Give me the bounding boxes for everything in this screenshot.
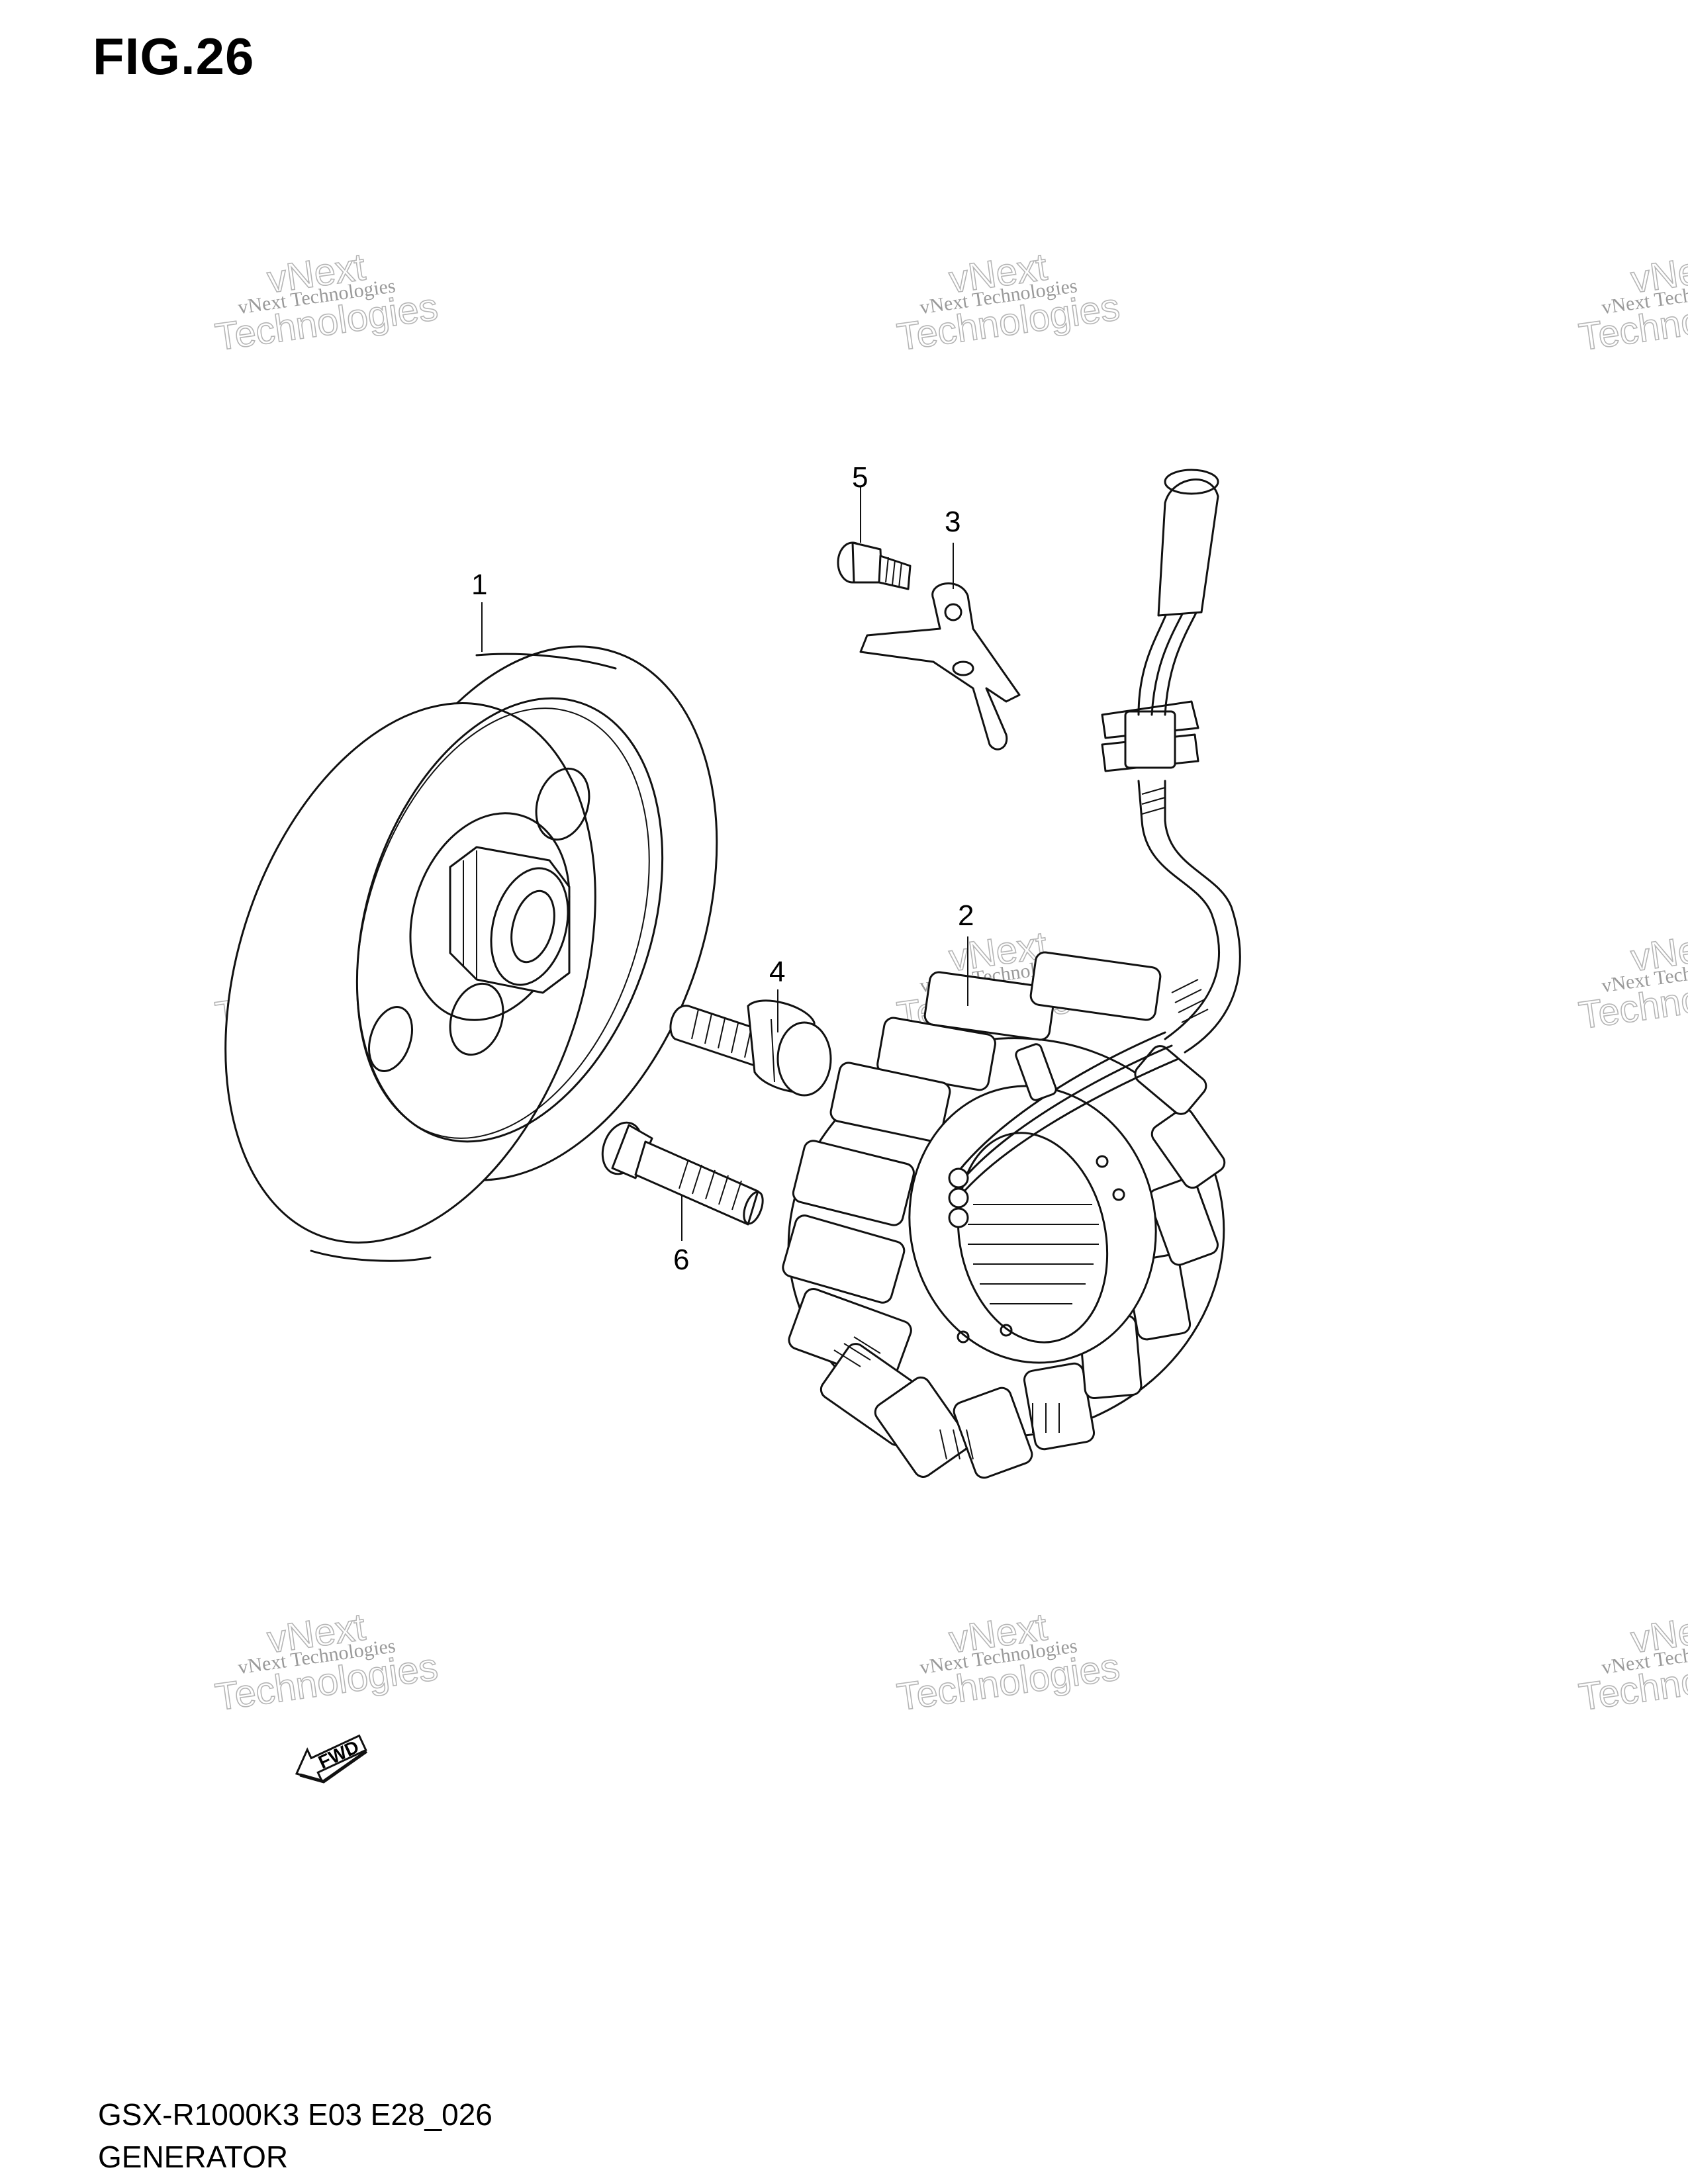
part-5-screw	[837, 541, 912, 590]
watermark: vNext vNext Technologies Technologies	[1575, 245, 1688, 359]
part-6-stator-screw	[601, 1121, 764, 1226]
watermark: vNext vNext Technologies Technologies	[894, 245, 1123, 359]
part-4-rotor-bolt	[669, 999, 832, 1097]
part-group-name: GENERATOR	[98, 2140, 289, 2174]
callout-6: 6	[673, 1244, 689, 1276]
figure-title: FIG.26	[93, 27, 255, 85]
watermark: vNext vNext Technologies Technologies	[1575, 1605, 1688, 1719]
part-1-rotor	[224, 645, 718, 1262]
fwd-arrow: FWD	[295, 1734, 368, 1784]
watermark: vNext vNext Technologies Technologies	[212, 1605, 441, 1719]
watermark: vNext vNext Technologies Technologies	[1575, 923, 1688, 1038]
callout-2: 2	[958, 899, 974, 932]
callout-4: 4	[769, 956, 785, 988]
callout-1: 1	[471, 569, 487, 601]
callout-5: 5	[852, 461, 868, 494]
callout-group: 1 2 3 4 5 6	[471, 461, 974, 1276]
callout-3: 3	[945, 506, 961, 538]
leader-lines	[481, 486, 968, 1241]
watermark: vNext vNext Technologies Technologies	[894, 1605, 1123, 1719]
fwd-label: FWD	[315, 1736, 362, 1772]
part-3-clamp	[859, 582, 1021, 751]
watermark: vNext vNext Technologies Technologies	[212, 245, 441, 359]
part-2-stator	[782, 469, 1241, 1479]
model-code: GSX-R1000K3 E03 E28_026	[98, 2097, 492, 2132]
